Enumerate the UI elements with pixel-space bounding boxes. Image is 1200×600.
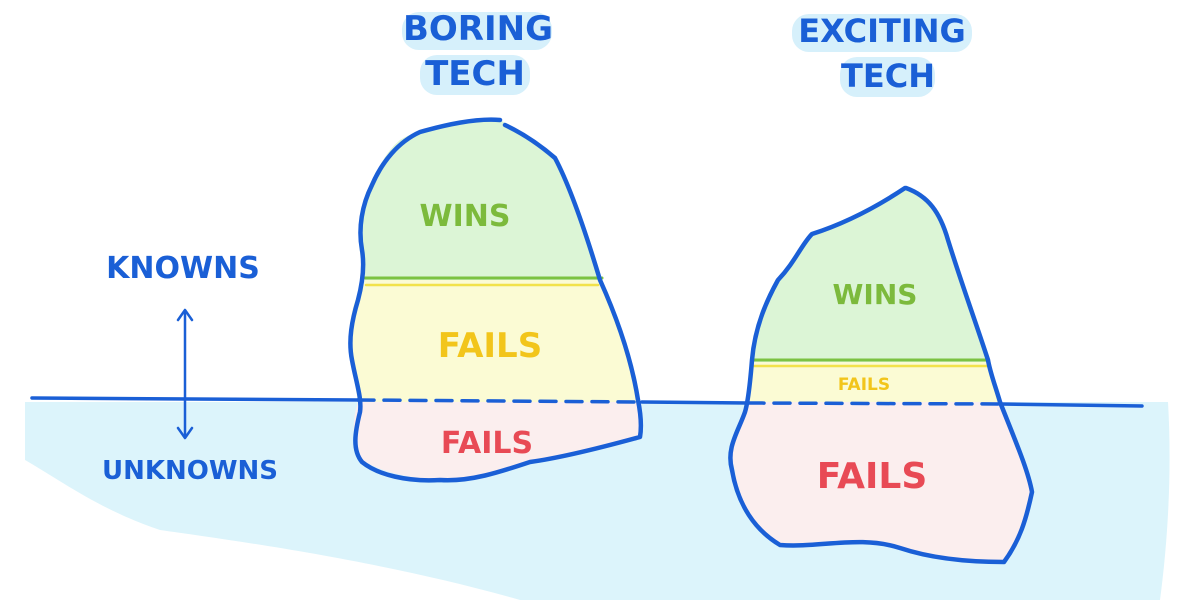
exciting-title-line2: TECH bbox=[841, 57, 935, 95]
waterline-solid-middle bbox=[640, 400, 750, 405]
exciting-known-fails-zone bbox=[748, 362, 1000, 402]
exciting-unknown-fails-label: FAILS bbox=[817, 456, 928, 497]
boring-title-line1: BORING bbox=[403, 9, 553, 49]
knowns-label: KNOWNS bbox=[106, 251, 260, 286]
unknowns-label: UNKNOWNS bbox=[102, 456, 278, 486]
waterline-dashed-boring bbox=[356, 398, 644, 404]
exciting-unknown-fails-zone bbox=[732, 402, 1032, 562]
exciting-title-line1: EXCITING bbox=[798, 12, 966, 50]
waterline-solid-right bbox=[998, 402, 1144, 408]
title-highlight-exciting-2 bbox=[840, 57, 935, 97]
boring-wins-label: WINS bbox=[420, 199, 511, 234]
boring-unknown-fails-label: FAILS bbox=[441, 426, 533, 461]
boring-iceberg bbox=[350, 120, 642, 481]
exciting-iceberg-outline bbox=[728, 185, 1035, 565]
knowns-unknowns-arrow bbox=[176, 308, 194, 440]
boring-wins-zone bbox=[358, 120, 600, 280]
title-highlight-boring-2 bbox=[420, 55, 530, 95]
boring-known-fails-label: FAILS bbox=[438, 326, 542, 366]
exciting-wins-zone bbox=[752, 190, 988, 362]
title-highlight-exciting-1 bbox=[792, 14, 972, 52]
boring-unknown-fails-zone bbox=[353, 402, 642, 481]
waterline-dashed-exciting bbox=[746, 401, 1002, 406]
exciting-iceberg bbox=[732, 190, 1032, 562]
waterline-solid-left bbox=[30, 396, 360, 402]
title-highlight-boring-1 bbox=[402, 12, 552, 50]
exciting-known-fails-label: FAILS bbox=[838, 375, 890, 395]
exciting-wins-label: WINS bbox=[833, 278, 918, 311]
boring-known-fails-zone bbox=[350, 280, 640, 402]
boring-iceberg-outline bbox=[348, 117, 644, 483]
boring-title-line2: TECH bbox=[425, 54, 525, 94]
